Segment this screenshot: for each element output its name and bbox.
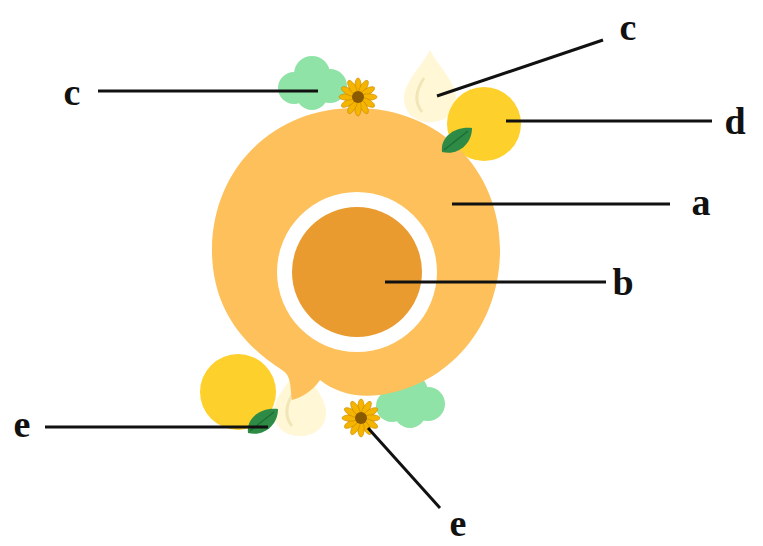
part-letter: a	[692, 183, 711, 221]
part-letter: e	[450, 504, 467, 542]
part-letter: d	[724, 102, 745, 140]
part-letter: c	[64, 73, 81, 111]
part-letter: e	[14, 405, 31, 443]
part-letter: c	[620, 8, 637, 46]
part-letter: b	[612, 263, 633, 301]
